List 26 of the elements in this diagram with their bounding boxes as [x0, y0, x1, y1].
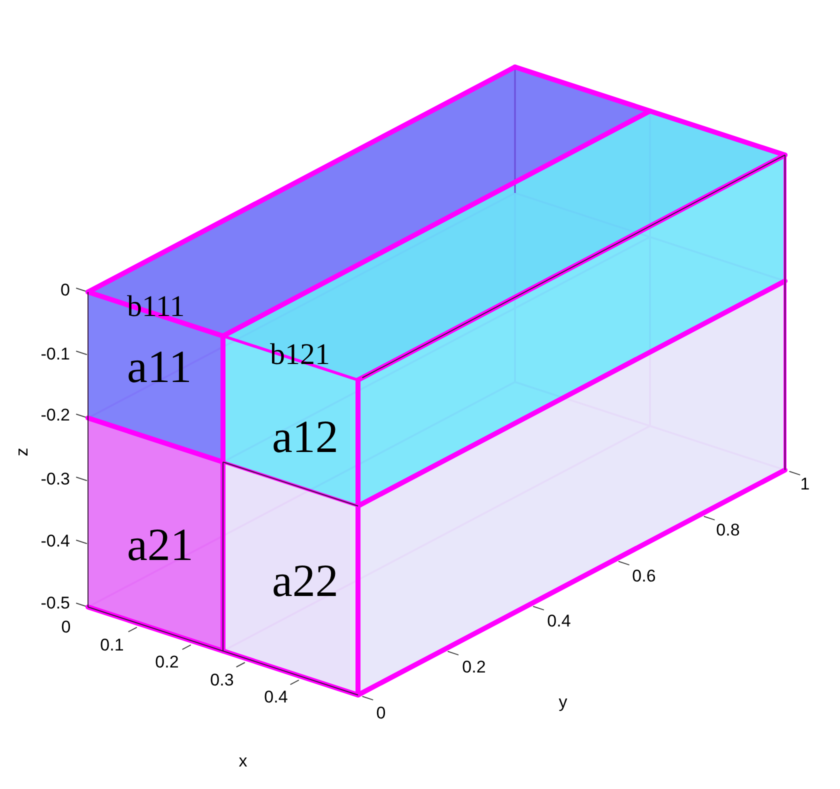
- axis-tick-label: 1: [800, 476, 810, 492]
- axis-tick-label: 0.1: [100, 636, 124, 654]
- block-front-face: [223, 336, 358, 506]
- axis-tick-label: 0.4: [547, 612, 571, 630]
- axis-tick-label: 0.2: [462, 658, 486, 676]
- axis-tick-label: 0.8: [716, 522, 740, 538]
- axis-tick-label: 0.4: [264, 688, 288, 706]
- axis-tick-label: 0.6: [632, 568, 656, 584]
- sub-block-label: b111: [127, 292, 185, 322]
- axis-tick-label: 0: [376, 704, 386, 722]
- axis-tick-label: 0: [61, 618, 71, 636]
- axis-title: x: [238, 752, 248, 770]
- axis-title: y: [558, 694, 568, 710]
- axis-tick-label: -0.2: [40, 406, 70, 424]
- axis-title: z: [14, 448, 30, 456]
- axis-tick-label: -0.3: [40, 470, 70, 488]
- axis-tick-label: 0.3: [210, 672, 234, 688]
- block-label: a11: [127, 344, 192, 390]
- block-label: a21: [127, 522, 194, 568]
- block-label: a22: [272, 558, 338, 604]
- axis-tick-label: 0.2: [155, 654, 179, 670]
- axis-tick-label: 0: [60, 282, 70, 298]
- block-label: a12: [272, 414, 338, 460]
- axis-tick-label: -0.4: [40, 532, 70, 550]
- axis-tick-label: -0.5: [40, 594, 70, 612]
- axis-tick-label: -0.1: [40, 346, 70, 362]
